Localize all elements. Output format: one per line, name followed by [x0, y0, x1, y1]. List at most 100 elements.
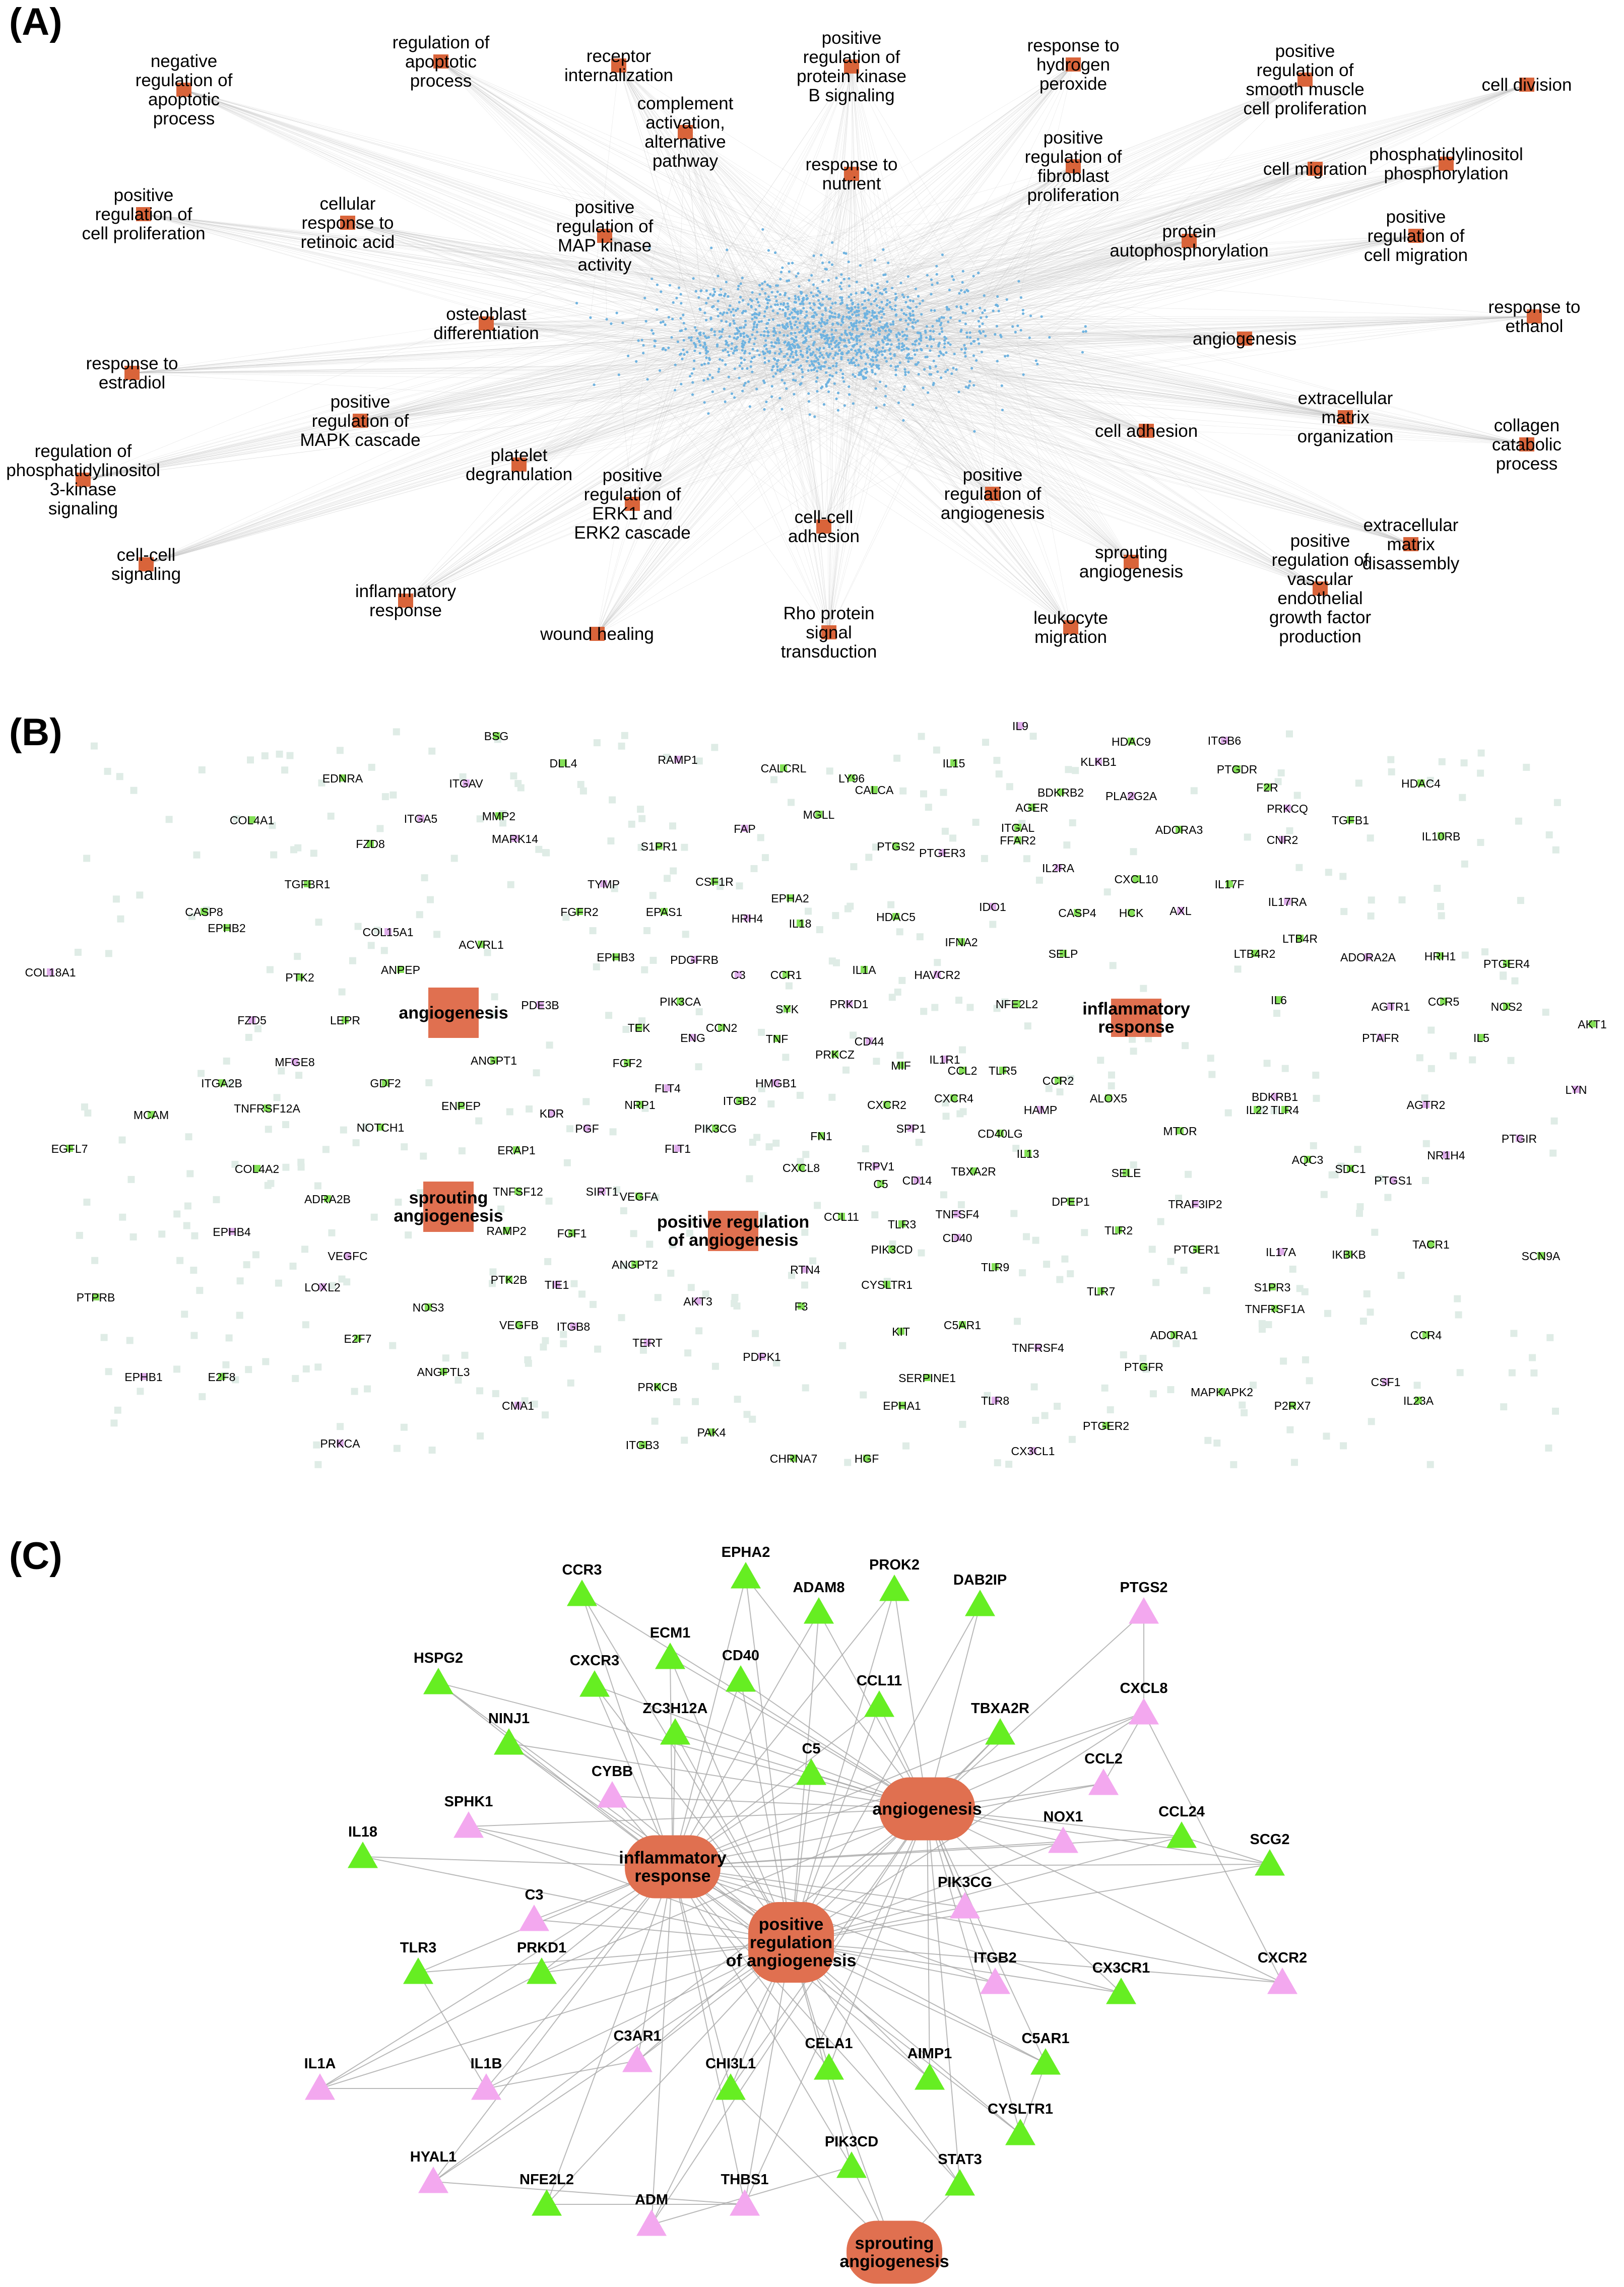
gene-label: C3	[525, 1887, 543, 1903]
gene-label: ITGB2	[723, 1094, 756, 1107]
gene-label: TBXA2R	[951, 1165, 996, 1178]
gene-marker	[1516, 1135, 1523, 1142]
gene-triangle	[1048, 1826, 1078, 1853]
panel-b-label: (B)	[9, 711, 62, 754]
gene-triangle	[965, 1590, 995, 1616]
gene-label: ITGA2B	[201, 1077, 242, 1090]
gene-label: PTK2	[285, 971, 314, 984]
gene-marker	[914, 1177, 921, 1184]
gene-marker	[907, 1125, 915, 1132]
gene-triangle	[1129, 1597, 1159, 1624]
gene-node: CHI3L1	[705, 2056, 756, 2100]
gene-marker	[818, 1132, 825, 1139]
gene-node: IL17RA	[1268, 895, 1307, 908]
gene-marker	[1296, 935, 1304, 942]
gene-node: TEK	[628, 1021, 651, 1034]
gene-label: PIK3CD	[871, 1243, 913, 1256]
gene-node: COL15A1	[362, 926, 413, 939]
gene-label: IL13	[1017, 1147, 1040, 1160]
gene-label: EDNRA	[322, 772, 363, 785]
gene-label: HRH1	[1424, 950, 1456, 963]
gene-node: PRKCQ	[1267, 802, 1308, 815]
gene-node: ITGB2	[723, 1094, 756, 1107]
gene-node: LTB4R2	[1234, 947, 1276, 960]
gene-label: HAVCR2	[914, 968, 960, 982]
gene-node: TLR9	[981, 1261, 1009, 1274]
gene-node: CELA1	[805, 2036, 853, 2080]
gene-node: IKBKB	[1332, 1248, 1366, 1261]
gene-node: PLA2G2A	[1106, 790, 1157, 803]
gene-label: NFE2L2	[996, 998, 1038, 1011]
gene-marker	[1128, 738, 1135, 745]
hub-label: angiogenesis	[872, 1800, 982, 1819]
gene-marker	[264, 1104, 271, 1112]
gene-marker	[1221, 737, 1228, 744]
gene-node: CXCR2	[867, 1098, 906, 1112]
gene-marker	[1095, 758, 1102, 765]
gene-marker	[635, 1024, 642, 1031]
gene-node: SIRT1	[586, 1185, 619, 1198]
gene-label: CXCL8	[783, 1161, 820, 1174]
gene-node: S1PR1	[641, 840, 678, 853]
gene-node: CALCRL	[761, 762, 807, 775]
gene-node: HCK	[1119, 906, 1144, 920]
gene-node: NR1H4	[1427, 1149, 1465, 1162]
gene-marker	[861, 966, 868, 973]
gene-label: C5AR1	[944, 1319, 981, 1332]
gene-node: PDPK1	[743, 1350, 781, 1363]
gene-marker	[941, 1056, 948, 1063]
gene-node: P2RX7	[1274, 1399, 1311, 1412]
gene-label: COL18A1	[25, 966, 76, 979]
term-marker	[1124, 555, 1139, 569]
gene-triangle	[519, 1905, 549, 1931]
gene-marker	[888, 1246, 895, 1253]
gene-node: TGFBR1	[285, 878, 331, 891]
gene-node: PTK2	[285, 971, 314, 984]
gene-triangle	[494, 1728, 524, 1755]
gene-marker	[798, 1164, 805, 1171]
gene-node: CCR4	[1410, 1329, 1442, 1342]
gene-node: LYN	[1565, 1083, 1587, 1096]
gene-label: IL15	[943, 757, 965, 770]
gene-triangle	[471, 2073, 501, 2100]
gene-label: ADRA2B	[304, 1193, 351, 1206]
gene-node: CALCA	[855, 783, 894, 797]
gene-marker	[514, 1188, 522, 1195]
gene-node: S1PR3	[1254, 1281, 1291, 1294]
gene-label: ENG	[680, 1031, 705, 1044]
gene-label: TNFSF4	[936, 1208, 980, 1221]
gene-label: CSF1	[1371, 1376, 1401, 1389]
gene-node: PAK4	[697, 1426, 726, 1439]
term-marker	[590, 627, 605, 641]
gene-label: FFAR2	[1000, 834, 1036, 847]
gene-marker	[872, 1162, 879, 1169]
gene-label: SELE	[1112, 1166, 1141, 1180]
gene-label: IL18	[789, 917, 812, 930]
gene-marker	[1057, 789, 1064, 796]
gene-marker	[664, 1084, 671, 1091]
gene-marker	[797, 920, 804, 927]
gene-label: CD40LG	[978, 1127, 1022, 1140]
gene-marker	[304, 880, 311, 887]
gene-label: PGF	[575, 1122, 599, 1135]
gene-node: TLR8	[981, 1394, 1009, 1407]
gene-marker	[1503, 1003, 1510, 1010]
gene-node: HSPG2	[414, 1650, 463, 1694]
gene-node: CCL11	[824, 1210, 859, 1223]
gene-marker	[999, 1067, 1006, 1074]
gene-label: ANPEP	[381, 963, 420, 976]
gene-marker	[1218, 1388, 1225, 1395]
gene-label: CXCL10	[1115, 873, 1158, 886]
gene-marker	[397, 966, 404, 973]
gene-label: TLR9	[981, 1261, 1009, 1274]
gene-node: AGTR2	[1407, 1098, 1446, 1112]
term-marker	[176, 83, 191, 97]
gene-node: IL15	[943, 757, 965, 770]
